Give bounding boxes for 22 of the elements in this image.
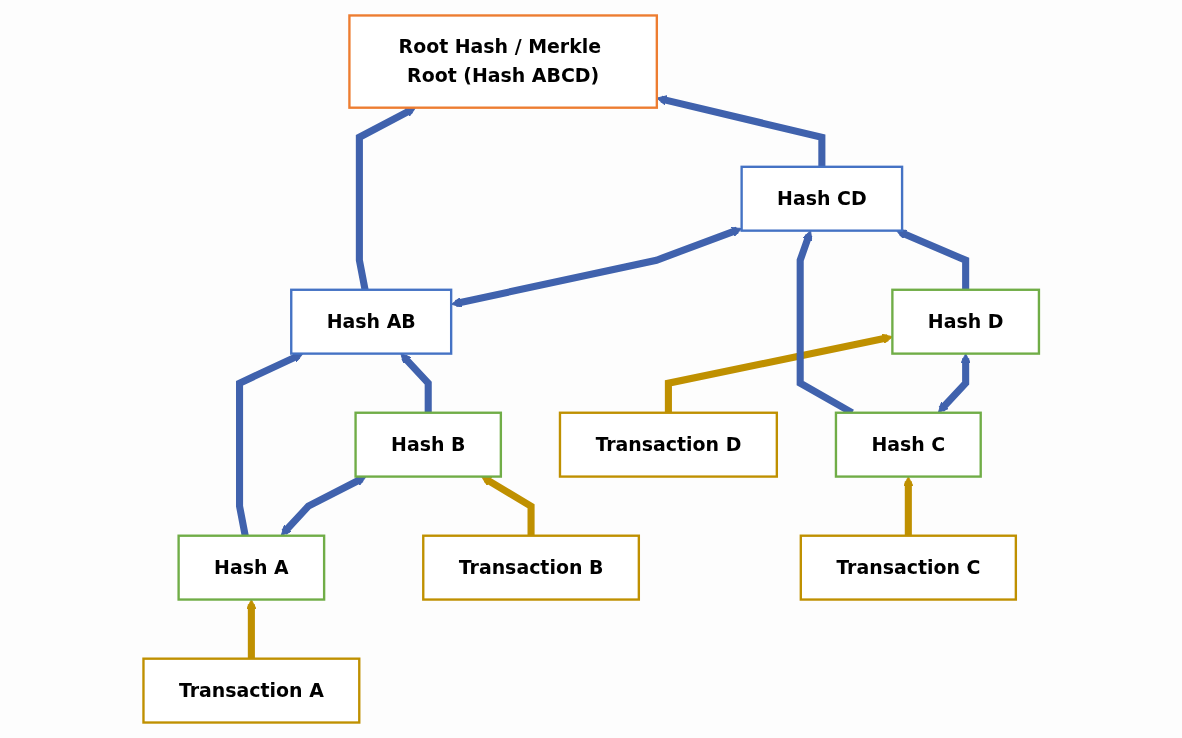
arrow bbox=[664, 333, 893, 413]
arrow bbox=[400, 353, 432, 413]
node-box: Transaction B bbox=[421, 534, 640, 601]
arrow bbox=[480, 475, 535, 536]
arrow bbox=[902, 476, 914, 536]
arrow bbox=[355, 106, 416, 291]
arrow bbox=[450, 226, 742, 308]
node-box: Hash AB bbox=[289, 288, 453, 355]
node-box: Transaction D bbox=[558, 411, 778, 478]
node-box: Hash B bbox=[354, 411, 502, 478]
node-box: Transaction A bbox=[142, 657, 361, 724]
arrow bbox=[280, 475, 367, 536]
node-box: Root Hash / Merkle Root (Hash ABCD) bbox=[348, 14, 658, 109]
node-box: Transaction C bbox=[799, 534, 1017, 601]
arrow bbox=[245, 599, 257, 659]
arrow bbox=[235, 352, 304, 537]
arrow bbox=[656, 95, 826, 167]
node-box: Hash CD bbox=[740, 165, 904, 232]
node-box: Hash A bbox=[177, 534, 326, 601]
arrow bbox=[937, 353, 971, 413]
node-box: Hash D bbox=[891, 288, 1040, 355]
node-box: Hash C bbox=[834, 411, 982, 478]
